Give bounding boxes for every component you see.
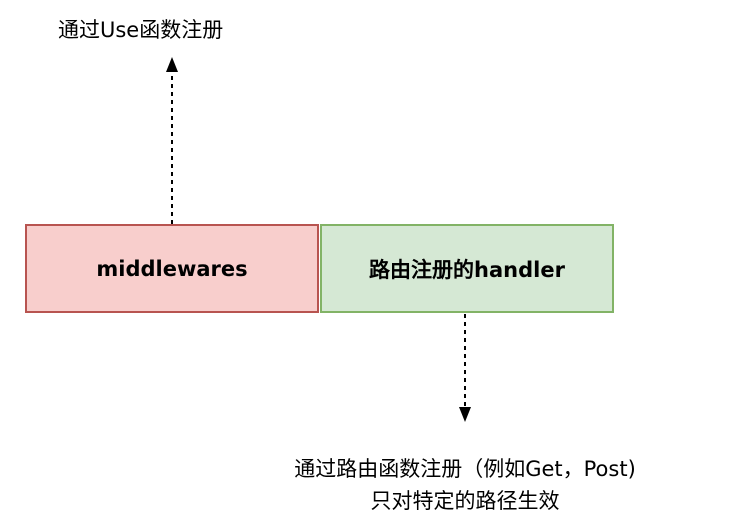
middlewares-label: middlewares [96,256,248,281]
handler-box: 路由注册的handler [320,224,614,313]
use-registration-label: 通过Use函数注册 [58,18,224,42]
route-registration-label: 通过路由函数注册（例如Get，Post) 只对特定的路径生效 [215,453,715,517]
arrow-up [166,57,178,224]
route-label-line1: 通过路由函数注册（例如Get，Post) [294,457,636,481]
middlewares-box: middlewares [25,224,319,313]
arrow-down [459,314,471,422]
handler-label: 路由注册的handler [369,257,565,282]
route-label-line2: 只对特定的路径生效 [370,489,560,513]
